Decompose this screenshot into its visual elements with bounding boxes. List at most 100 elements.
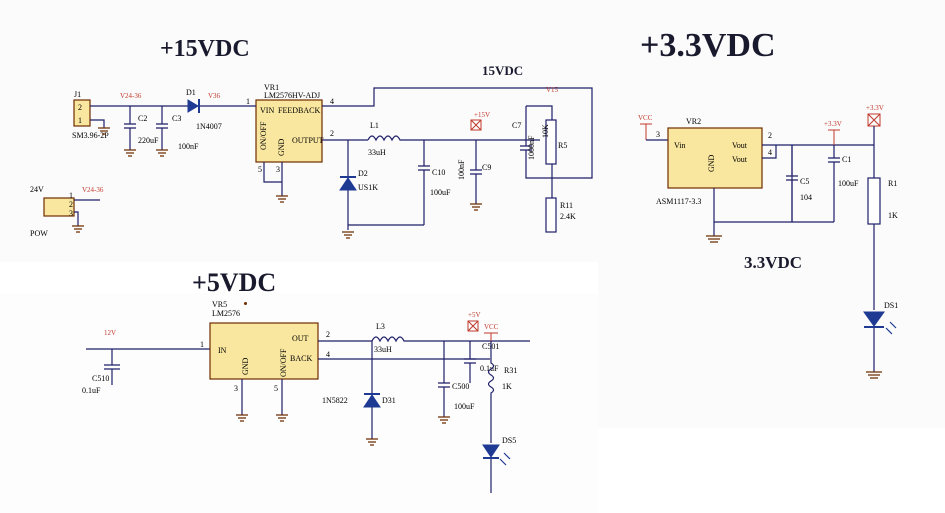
c2-value: 220uF	[138, 136, 159, 145]
ground-symbol	[342, 231, 354, 239]
jack-pin3: 3	[69, 209, 73, 218]
c5-ref: C5	[800, 177, 809, 186]
ground-symbol	[438, 416, 450, 424]
vr5-dot	[244, 302, 247, 305]
jack-label: 24V	[30, 185, 44, 194]
regulator-vr5	[209, 322, 319, 380]
r11-ref: R11	[560, 201, 573, 210]
j1-part: SM3.96-2P	[72, 131, 109, 140]
net-p5: +5V	[468, 311, 481, 319]
wire-j1	[90, 105, 230, 128]
net-p15: +15V	[474, 111, 490, 119]
r11-value: 2.4K	[560, 212, 576, 221]
capacitor-c10	[418, 140, 430, 225]
net-12v: 12V	[104, 329, 116, 337]
vr2-pin-gnd: GND	[707, 154, 716, 172]
vr1-pin3: 3	[276, 165, 280, 174]
vr5-pin4: 4	[326, 350, 330, 359]
vr5-pin5: 5	[274, 384, 278, 393]
connector-j1	[73, 99, 91, 127]
vr5-pin-back: BACK	[290, 354, 312, 363]
net-p33b: +3.3V	[866, 104, 884, 112]
j1-ref: J1	[74, 90, 81, 99]
r31-ref: R31	[504, 366, 517, 375]
net-flag-cross	[867, 113, 881, 127]
vr5-pin3: 3	[234, 384, 238, 393]
power-jack	[43, 197, 75, 217]
ds1-ref: DS1	[884, 301, 898, 310]
vr1-pin-output: OUTPUT	[292, 136, 324, 145]
capacitor-c500	[438, 341, 450, 417]
d2-part: US1K	[358, 183, 378, 192]
vr2-part: ASM1117-3.3	[656, 197, 701, 206]
schematic-3v3dc: +3.3VDC 3.3VDC VCC 3 VR2 ASM1117-3.3 Vin…	[638, 27, 898, 379]
vr1-pin-feedback: FEEDBACK	[278, 106, 320, 115]
schematic-5vdc: VR5 LM2576 12V 1 C510 0.1uF IN OUT BACK …	[82, 300, 530, 493]
resistor-r11	[545, 197, 557, 233]
ground-symbol	[124, 149, 136, 157]
net-flag-cross	[467, 320, 479, 332]
panel-3v3dc: +3.3VDC 3.3VDC VCC 3 VR2 ASM1117-3.3 Vin…	[598, 0, 945, 428]
c3-value: 100nF	[178, 142, 199, 151]
vr1-part: LM2576HV-ADJ	[264, 91, 320, 100]
schematic-15vdc: +15VDC 15VDC J1 2 1 SM3.96-2P V24-36 V36…	[30, 36, 593, 239]
c7-ref: C7	[512, 121, 521, 130]
r5-ref: R5	[558, 141, 567, 150]
l3-value: 33uH	[374, 345, 392, 354]
d2-ref: D2	[358, 169, 368, 178]
capacitor-c2	[124, 106, 136, 150]
c501-value: 0.1uF	[480, 364, 499, 373]
wire-jack	[74, 199, 100, 226]
ground-symbol	[156, 149, 168, 157]
net-flag-15v	[470, 119, 482, 131]
net-v36: V36	[208, 92, 221, 100]
c3-ref: C3	[172, 114, 181, 123]
net-v15: V15	[546, 86, 559, 94]
capacitor-c9	[470, 140, 482, 204]
resistor-r31	[487, 341, 495, 443]
wire-vr5-gnd	[241, 379, 283, 415]
vr5-pin-gnd: GND	[241, 357, 250, 375]
net-vcc-33: VCC	[638, 114, 653, 122]
jack-name: POW	[30, 229, 48, 238]
vcc-port	[484, 332, 498, 341]
ground-symbol	[366, 438, 378, 446]
capacitor-c5	[786, 145, 834, 223]
j1-pin1: 1	[78, 116, 82, 125]
c5-value: 104	[800, 193, 812, 202]
ground-symbol	[706, 235, 722, 243]
l3-ref: L3	[376, 322, 385, 331]
c9-ref: C9	[482, 163, 491, 172]
regulator-vr1	[255, 99, 323, 163]
vr1-pin5: 5	[258, 165, 262, 174]
net-p33a: +3.3V	[824, 120, 842, 128]
r1-value: 1K	[888, 211, 898, 220]
vcc-port	[640, 123, 652, 140]
resistor-r5	[545, 119, 557, 165]
capacitor-c1	[828, 145, 840, 222]
diode-d2-icon	[339, 177, 357, 191]
net-flag-5v	[467, 320, 479, 332]
diode-d31-icon	[363, 394, 381, 408]
regulator-vr2	[667, 127, 763, 189]
vr2-pin4: 4	[768, 148, 772, 157]
r1-ref: R1	[888, 179, 897, 188]
ground-symbol	[470, 203, 482, 211]
ground-symbol	[866, 371, 882, 379]
vr5-pin-in: IN	[218, 346, 227, 355]
c510-value: 0.1uF	[82, 386, 101, 395]
r5-value: 10K	[541, 124, 550, 138]
ground-symbol	[72, 225, 84, 233]
vr1-pin2: 2	[330, 129, 334, 138]
c1-value: 100uF	[838, 179, 859, 188]
label-3v3dc-out: 3.3VDC	[744, 253, 802, 272]
c-100nf-value: 100nF	[457, 159, 466, 180]
resistor-r1	[867, 177, 881, 225]
vr1-pin-gnd: GND	[277, 138, 286, 156]
vr2-pin2: 2	[768, 131, 772, 140]
c10-ref: C10	[432, 168, 445, 177]
c10-value: 100uF	[430, 188, 451, 197]
vr1-pin1: 1	[246, 97, 250, 106]
inductor-l1	[367, 135, 540, 142]
c1-ref: C1	[842, 155, 851, 164]
